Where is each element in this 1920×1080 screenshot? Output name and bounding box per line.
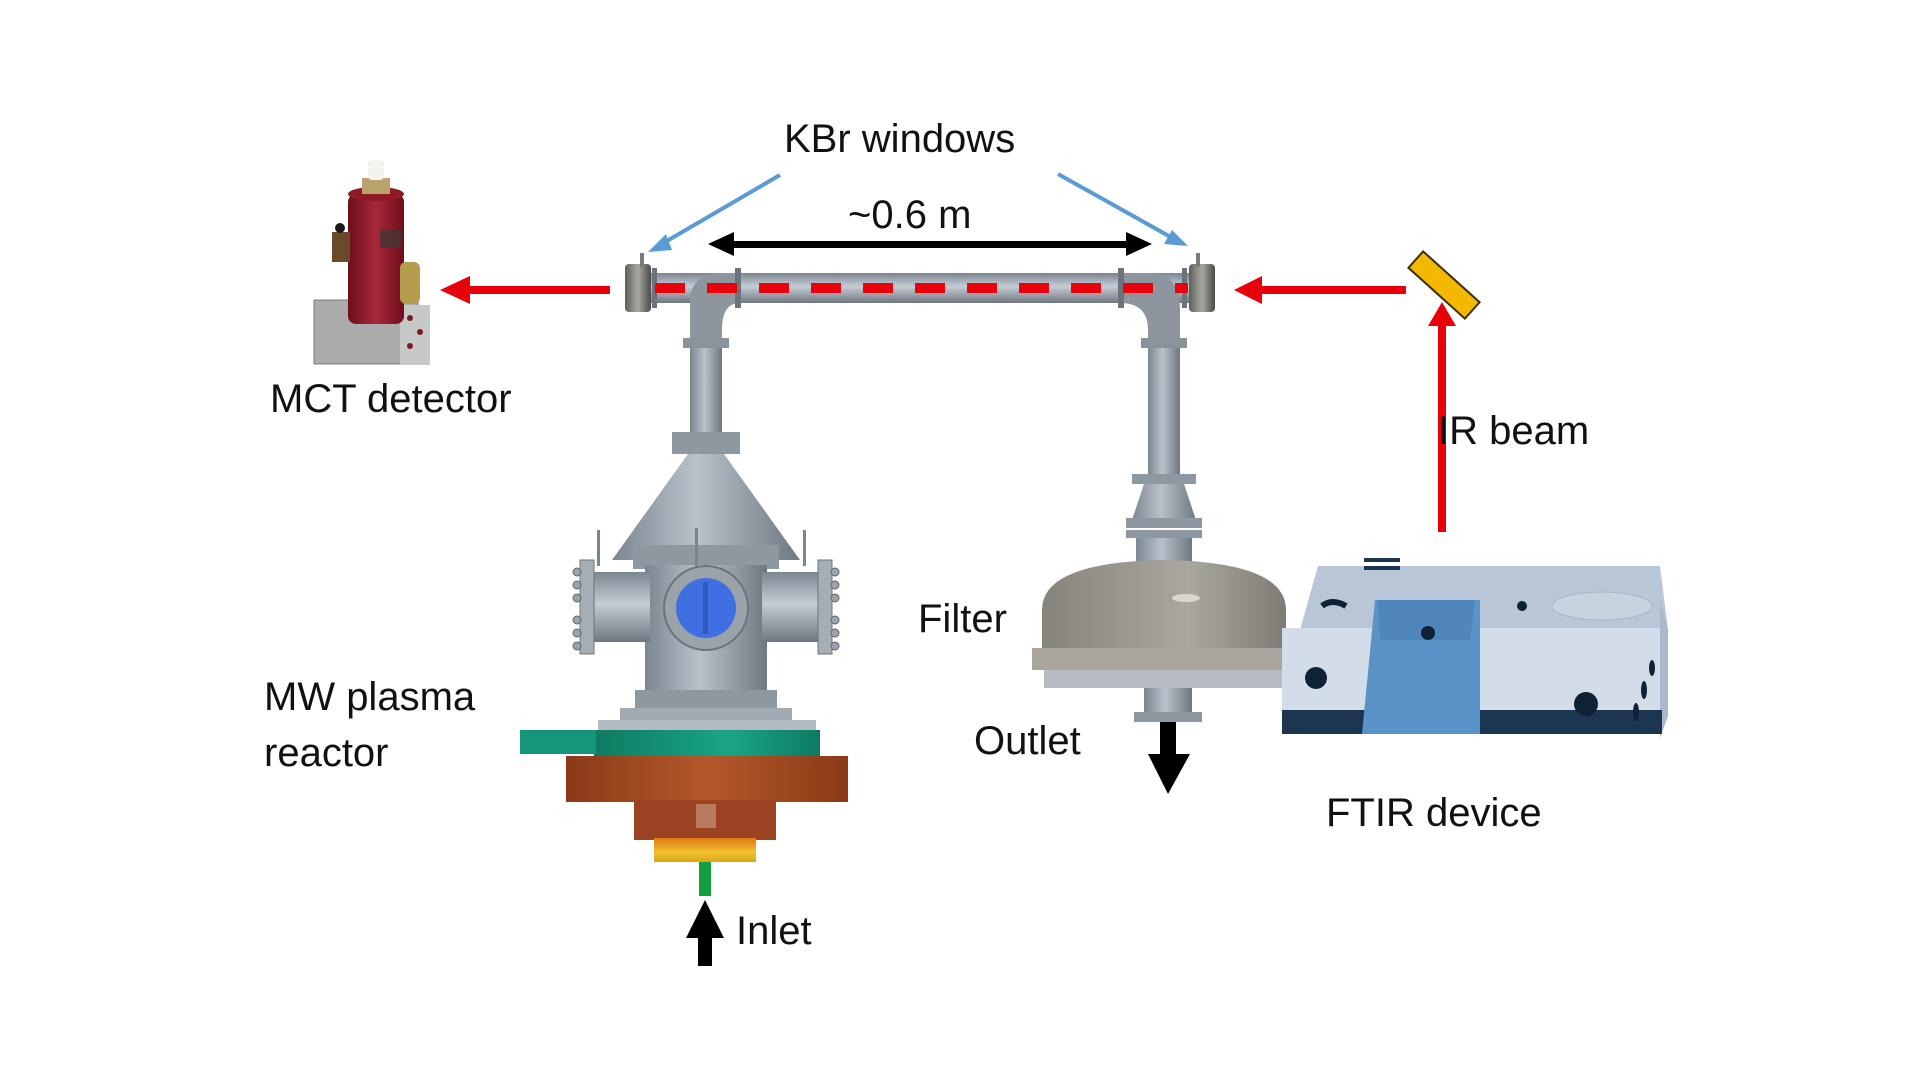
ir-beam-left-arrowhead	[1234, 276, 1262, 304]
reactor-chamber	[572, 528, 840, 710]
mct-dewar	[348, 194, 404, 324]
ftir-device: VERTEX 80	[1282, 558, 1668, 738]
reactor-riser-pipe	[612, 338, 800, 560]
ftir-model-label: VERTEX 80	[1484, 715, 1528, 724]
ir-beam-path	[440, 276, 1456, 532]
gas-inlet-base	[654, 838, 756, 862]
path-length-label: ~0.6 m	[848, 193, 971, 237]
dimension-arrow	[708, 232, 1152, 256]
ir-beam-up-arrowhead	[1428, 302, 1456, 326]
mct-detector-label: MCT detector	[270, 377, 512, 421]
kbr-pointer-left	[658, 173, 782, 247]
waveguide-ring	[594, 730, 820, 758]
mirror	[1406, 249, 1482, 321]
ftir-device-label: FTIR device	[1326, 791, 1542, 835]
ir-beam-vertical	[1438, 320, 1446, 532]
mct-window-flange	[400, 262, 420, 304]
filter	[1032, 560, 1296, 722]
ir-beam-to-cell	[1260, 286, 1406, 294]
kbr-window-right	[1189, 253, 1215, 312]
gas-cell-tube	[640, 268, 1200, 350]
reactor-cone	[612, 454, 800, 560]
filter-pipe	[1126, 338, 1202, 564]
outlet-label: Outlet	[974, 719, 1081, 763]
ir-beam-label: IR beam	[1438, 409, 1589, 453]
copper-cavity	[566, 756, 848, 802]
kbr-pointer-right	[1057, 172, 1177, 242]
filter-label: Filter	[918, 597, 1007, 641]
outlet-arrow	[1148, 722, 1190, 794]
kbr-windows-label: KBr windows	[784, 117, 1015, 161]
inlet-label: Inlet	[736, 909, 812, 953]
inlet-arrow	[686, 900, 724, 966]
plasma-source	[520, 708, 848, 896]
inlet-tube	[699, 862, 711, 896]
kbr-pointers	[648, 172, 1188, 252]
mct-detector	[313, 160, 430, 365]
ir-beam-detector-arrowhead	[440, 276, 470, 304]
reactor-label-line2: reactor	[264, 731, 389, 775]
reactor-label-line1: MW plasma	[264, 675, 476, 719]
kbr-window-left	[625, 253, 651, 312]
ir-beam-to-detector	[468, 286, 610, 294]
filter-dome	[1042, 560, 1286, 650]
waveguide-arm	[520, 730, 596, 754]
